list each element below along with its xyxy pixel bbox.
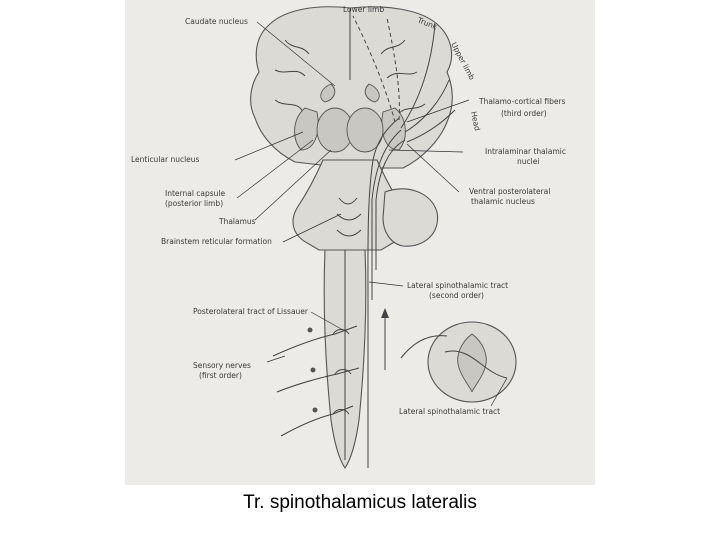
label-third-order: (third order) [501, 109, 547, 118]
label-head: Head [469, 111, 482, 132]
direction-arrow-head [381, 308, 389, 318]
label-thalamocortical-fibers: Thalamo-cortical fibers [478, 97, 566, 106]
label-brainstem-reticular-formation: Brainstem reticular formation [161, 237, 272, 246]
ganglion [311, 368, 316, 373]
label-intralaminar-thalamic: Intralaminar thalamic [485, 147, 566, 156]
label-upper-limb: Upper limb [449, 41, 476, 82]
leader-lateral-st [369, 282, 403, 286]
label-lateral-spinothalamic-tract: Lateral spinothalamic tract [407, 281, 508, 290]
ganglion [308, 328, 313, 333]
label-posterior-limb: (posterior limb) [165, 199, 223, 208]
leader-sensory-nerves [267, 356, 285, 362]
label-lenticular-nucleus: Lenticular nucleus [131, 155, 200, 164]
label-internal-capsule: Internal capsule [165, 189, 226, 198]
label-thalamus: Thalamus [218, 217, 256, 226]
cerebellum [383, 189, 438, 246]
label-first-order: (first order) [199, 371, 242, 380]
label-posterolateral-tract: Posterolateral tract of Lissauer [193, 307, 309, 316]
figure-caption: Tr. spinothalamicus lateralis [0, 492, 720, 514]
label-lateral-spinothalamic-tract-cord: Lateral spinothalamic tract [399, 407, 500, 416]
label-caudate-nucleus: Caudate nucleus [185, 17, 248, 26]
brain-spinal-cord-drawing: Caudate nucleus Lower limb Trunk Upper l… [125, 0, 595, 485]
label-sensory-nerves: Sensory nerves [193, 361, 251, 370]
spinothalamic-tract-illustration: Caudate nucleus Lower limb Trunk Upper l… [125, 0, 595, 485]
label-thalamic-nucleus: thalamic nucleus [471, 197, 535, 206]
label-ventral-posterolateral: Ventral posterolateral [469, 187, 550, 196]
label-second-order: (second order) [429, 291, 484, 300]
label-lower-limb: Lower limb [343, 5, 384, 14]
label-nuclei: nuclei [517, 157, 539, 166]
ganglion [313, 408, 318, 413]
